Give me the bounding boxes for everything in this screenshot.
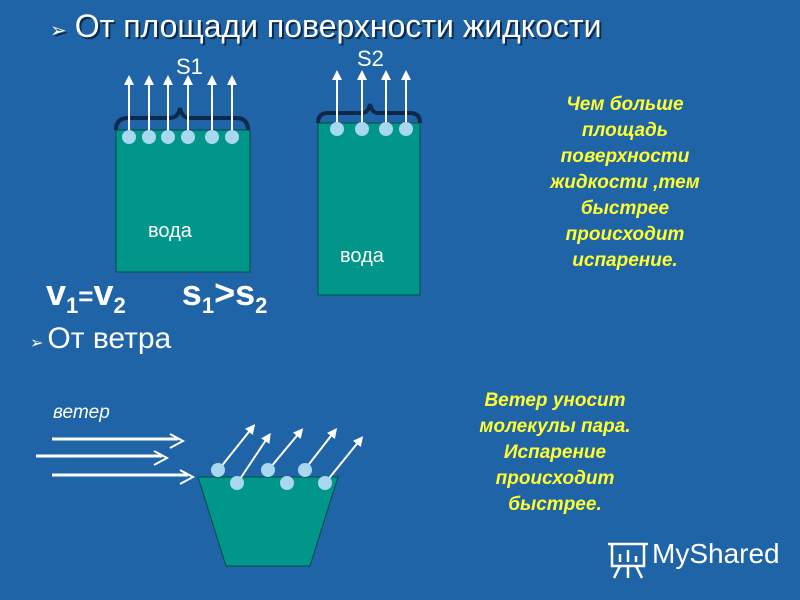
molecule-icon [355,122,369,136]
molecule-icon [161,130,175,144]
beaker-1 [115,129,251,273]
molecule-icon [205,130,219,144]
molecule-icon [330,122,344,136]
molecule-icon [280,476,294,490]
s2-brace [316,103,422,124]
heading-surface-area: ➢ От площади поверхности жидкости [50,8,601,45]
wind-vessel [197,476,339,567]
vapor-arrow-icon [237,432,271,483]
s2-label: S2 [357,46,384,71]
molecule-icon [122,130,136,144]
molecule-icon [298,463,312,477]
molecules-2 [330,122,413,136]
molecules-wind [211,463,332,490]
vapor-arrow-icon [325,436,364,483]
molecule-icon [181,130,195,144]
formula-eq: = [78,281,94,311]
heading-wind: ➢От ветра [30,322,171,356]
formula-sub2: 2 [113,293,126,318]
beaker-2 [317,122,421,296]
note-area: Чем больше площадь поверхности жидкости … [550,94,700,271]
formula: v1=v2 s1>s2 [46,272,267,319]
formula-sub1: 1 [66,293,79,318]
wind-label: ветер [53,402,110,423]
molecule-icon [399,122,413,136]
molecule-icon [318,476,332,490]
molecule-icon [230,476,244,490]
wind-arrow-icon [52,433,186,449]
formula-v2: v [93,272,114,313]
molecule-icon [142,130,156,144]
presentation-logo-icon [608,542,648,579]
formula-s-sub2: 2 [255,293,268,318]
heading-wind-text: От ветра [47,322,172,355]
vapor-arrows-1 [124,75,237,130]
heading-surface-area-text: От площади поверхности жидкости [74,8,602,44]
formula-s1: s [181,272,202,313]
molecule-icon [225,130,239,144]
vapor-arrows-2 [332,70,411,123]
wind-arrow-icon [52,469,196,485]
formula-s-sub1: 1 [201,293,215,318]
vapor-arrow-icon [305,428,338,469]
logo-text: MyShared [652,538,780,569]
s1-brace [114,107,250,131]
s1-label: S1 [176,54,203,79]
molecules-1 [122,130,239,144]
vapor-arrows-wind [219,424,364,483]
molecule-icon [379,122,393,136]
formula-gt: > [214,272,236,313]
wind-arrow-icon [36,450,170,466]
molecule-icon [211,463,225,477]
bullet-arrow-icon: ➢ [50,20,67,42]
vapor-arrow-icon [269,428,304,469]
formula-v1: v [46,272,67,313]
beaker-1-label: вода [148,220,192,242]
vapor-arrow-icon [219,424,256,469]
wind-arrows [36,433,196,485]
molecule-icon [261,463,275,477]
bullet-arrow-icon: ➢ [30,335,44,352]
note-wind: Ветер уносит молекулы пара. Испарение пр… [479,390,631,515]
formula-s2: s [235,272,256,313]
beaker-2-label: вода [340,245,384,267]
